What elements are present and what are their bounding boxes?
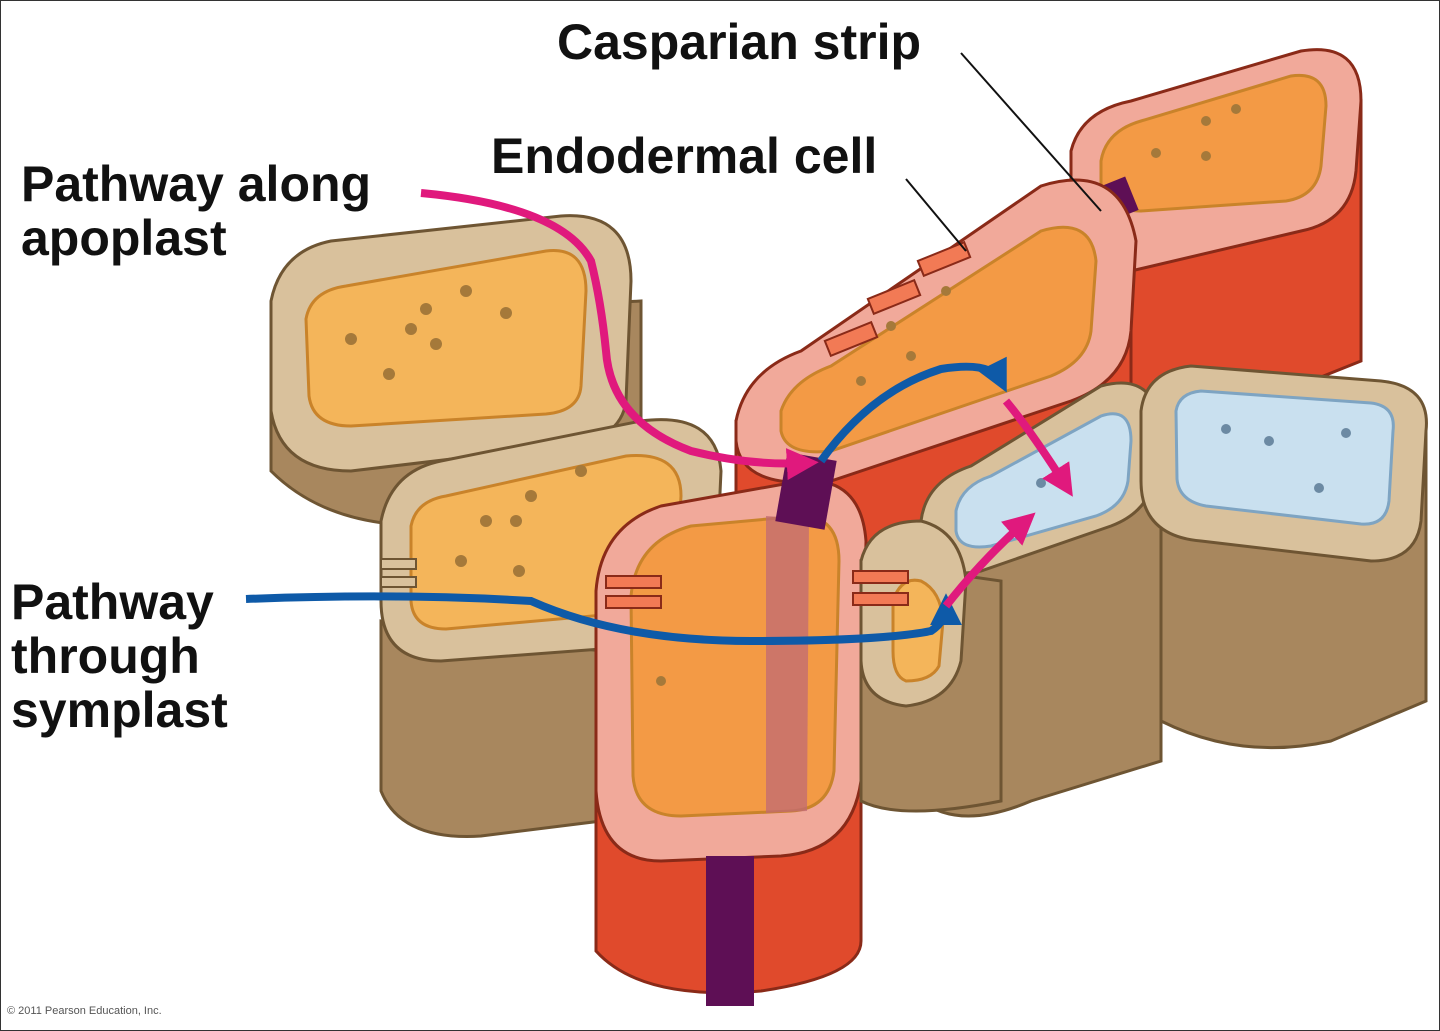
apoplast-pathway-arrow-into-stele [1002, 398, 1073, 497]
endodermal-cell-label: Endodermal cell [491, 128, 878, 184]
copyright-credit: © 2011 Pearson Education, Inc. [7, 1005, 162, 1017]
endodermal-cell-leader [905, 178, 967, 252]
endodermal-cell-front [594, 452, 868, 1006]
symplast-pathway-label: Pathway through symplast [11, 574, 228, 738]
symplast-pathway-arrow [245, 592, 962, 646]
apoplast-pathway-arrow [420, 189, 819, 481]
casparian-strip-label: Casparian strip [557, 14, 922, 70]
symplast-pathway-arrow-into-stele [942, 512, 1036, 609]
casparian-strip-leader [960, 52, 1102, 212]
cortex-cell-upper-left [269, 214, 643, 527]
stele-cell-right [1139, 364, 1428, 750]
symplast-pathway-arrow-upper [817, 356, 1007, 464]
plasmodesmata [380, 558, 909, 609]
apoplast-pathway-label: Pathway along apoplast [21, 156, 372, 266]
endodermal-cell-back [1069, 48, 1363, 410]
